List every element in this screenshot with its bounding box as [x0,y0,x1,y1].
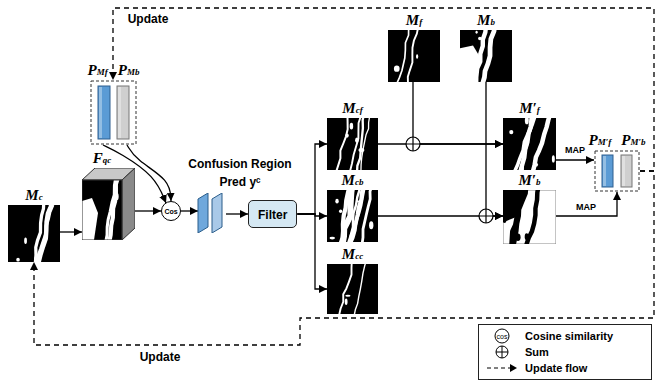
box-label: Filter [258,208,287,222]
mask-image-art [327,190,378,242]
arrow-connector [486,82,503,216]
heading-row: Mb [477,13,495,28]
prototype-group: PMfPMb [90,80,137,145]
edge-label: Update [126,13,171,26]
heading-row: M′b [518,173,540,188]
mask-image-art [388,30,440,82]
legend-text: Cosine similarity [525,330,613,342]
operator-label: Cos [164,208,177,215]
arrow-connector [181,210,198,211]
cosine-op: Cos [161,201,181,221]
legend-symbol [485,344,519,360]
mask-image: Mcf [327,118,378,170]
mask-image-art [327,264,378,314]
heading-row: Confusion Region Pred yᶜ [184,154,296,190]
mask-image: M′f [503,118,556,170]
symbol-text: cos [497,333,508,340]
heading-row: Mf [406,13,422,28]
feature-cube: Fqc [82,168,135,240]
edge-label: MAP [574,203,598,213]
prototype-group-art [594,150,640,192]
mask-image-art [503,118,556,170]
heading-row: M′f [519,101,540,116]
heading-row: Mcb [342,173,364,188]
arrow-connector [413,82,503,144]
arrow-connector [297,214,327,289]
process-box: Filter [248,200,297,228]
symbol-label: Mcc [342,247,363,262]
arrow-connector [135,210,161,211]
mask-image: Mf [388,30,440,82]
heading-row: Mcc [342,247,363,262]
arrow-connector [556,159,594,160]
mask-image: Mcb [327,190,378,242]
symbol-label: PM′f [589,133,612,148]
symbol-label: PM′b [621,133,645,148]
symbol-label: Mcb [342,173,364,188]
legend-row: Cosine similarity [485,328,645,344]
legend-text: Sum [525,346,549,358]
edge-label: MAP [563,146,587,156]
mask-image-art [8,205,60,262]
legend-text: Update flow [525,362,587,374]
heading-row: Mc [25,188,42,203]
sum-symbol [479,209,493,223]
heading-row: Fqc [93,151,112,166]
legend-box: Cosine similaritySumUpdate flow [478,324,652,380]
symbol-label: Mf [406,13,422,28]
arrow-connector [556,192,617,216]
mask-image: Mb [460,30,512,82]
mask-image-art [327,118,378,170]
prediction-bars-art [196,193,226,233]
prototype-group: PM′fPM′b [594,150,640,192]
symbol-label: Mb [477,13,495,28]
update-flow [113,8,654,171]
symbol-label: Mc [25,188,42,203]
legend-row: Sum [485,344,645,360]
mask-image-art [503,190,556,244]
heading-row: Mcf [342,101,362,116]
symbol-label: Fqc [93,151,112,166]
mask-image: Mcc [327,264,378,314]
symbol-label: Mcf [342,101,362,116]
arrow-connector [226,213,248,214]
heading-row: PM′f PM′b [589,133,646,148]
legend-row: Update flow [485,360,645,376]
prototype-group-art [90,80,137,145]
mask-image: M′b [503,190,556,244]
prediction-bars: Confusion Region Pred yᶜ [196,193,226,233]
symbol-label: M′f [519,101,540,116]
mask-image-art [460,30,512,82]
arrow-connector [60,231,82,232]
symbol-label: PMb [118,63,140,78]
symbol-label: PMf [88,63,108,78]
symbol-label: M′b [518,173,540,188]
feature-cube-art [82,168,135,240]
arrow-connector [297,144,327,214]
edge-label: Update [138,351,183,364]
mask-image: Mc [8,205,60,262]
legend-symbol [485,360,519,376]
sum-symbol [406,137,420,151]
symbol-label: Confusion Region Pred yᶜ [188,157,291,189]
heading-row: PMf PMb [88,63,140,78]
